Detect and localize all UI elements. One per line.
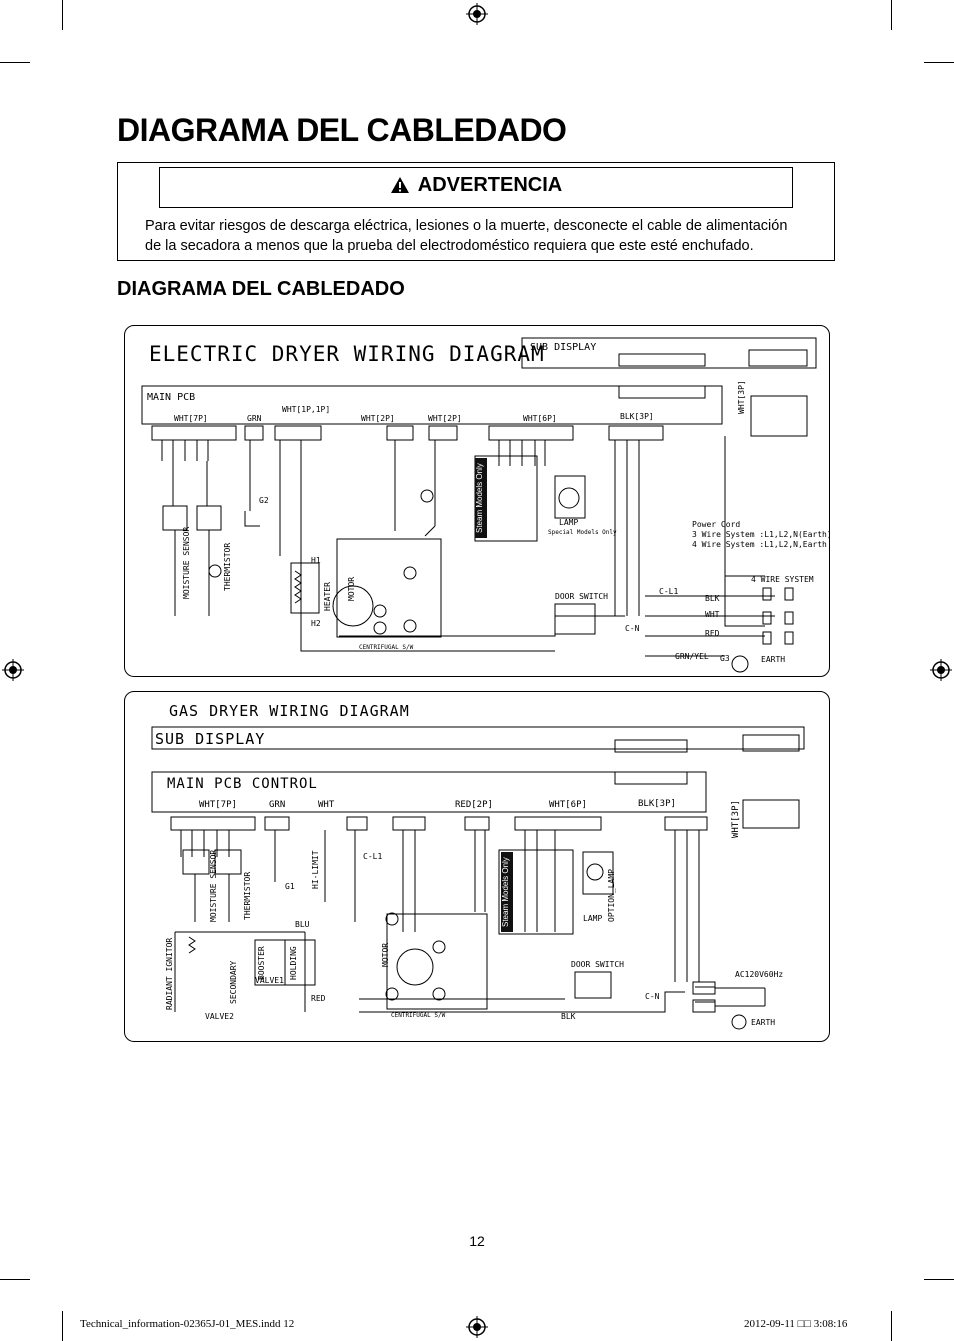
lamp-label: LAMP bbox=[559, 518, 579, 527]
heater-terminal-label: H2 bbox=[311, 619, 321, 628]
wire-label: BLK bbox=[705, 594, 720, 603]
gas-wiring-diagram: GAS DRYER WIRING DIAGRAM SUB DISPLAY MAI… bbox=[124, 691, 830, 1042]
crop-mark bbox=[891, 0, 892, 30]
steam-models-label: Steam Models Only bbox=[475, 458, 487, 538]
motor-label: MOTOR bbox=[347, 576, 356, 601]
page-title: DIAGRAMA DEL CABLEDADO bbox=[117, 112, 567, 148]
electric-main-pcb-label: MAIN PCB bbox=[147, 392, 196, 403]
electric-wiring-diagram: ELECTRIC DRYER WIRING DIAGRAM SUB DISPLA… bbox=[124, 325, 832, 677]
ac-supply-label: AC120V60Hz bbox=[735, 970, 784, 979]
warning-heading-box: ADVERTENCIA bbox=[159, 167, 793, 208]
steam-models-label: Steam Models Only bbox=[501, 852, 513, 932]
thermistor-label: THERMISTOR bbox=[223, 542, 232, 591]
motor-label: MOTOR bbox=[381, 942, 390, 967]
centrifugal-switch-label: CENTRIFUGAL S/W bbox=[359, 644, 414, 651]
cl1-label: C-L1 bbox=[659, 587, 679, 596]
booster-label: BOOSTER bbox=[257, 946, 266, 980]
connector-label: BLK[3P] bbox=[620, 412, 654, 421]
connector-label: WHT[3P] bbox=[731, 800, 741, 838]
holding-label: HOLDING bbox=[289, 946, 298, 980]
electric-wiring-lines bbox=[141, 337, 817, 673]
moisture-sensor-label: MOISTURE SENSOR bbox=[182, 526, 191, 599]
lamp-label: LAMP bbox=[583, 914, 603, 923]
connector-label: RED[2P] bbox=[455, 800, 493, 810]
gas-diagram-title: GAS DRYER WIRING DIAGRAM bbox=[169, 702, 410, 720]
wire4-label: 4 Wire System :L1,L2,N,Earth bbox=[692, 540, 827, 549]
electric-diagram-title: ELECTRIC DRYER WIRING DIAGRAM bbox=[149, 342, 545, 366]
centrifugal-switch-label: CENTRIFUGAL S/W bbox=[391, 1012, 446, 1019]
crop-mark bbox=[924, 1279, 954, 1280]
thermistor-label: THERMISTOR bbox=[243, 871, 252, 920]
page-number: 12 bbox=[469, 1233, 485, 1249]
power-cord-label: Power Cord bbox=[692, 520, 741, 529]
warning-text: Para evitar riesgos de descarga eléctric… bbox=[145, 218, 788, 254]
connector-label: WHT[2P] bbox=[428, 414, 462, 423]
connector-label: WHT[3P] bbox=[737, 380, 746, 414]
crop-mark bbox=[891, 1311, 892, 1341]
wire-label: WHT bbox=[705, 610, 720, 619]
door-switch-label: DOOR SWITCH bbox=[555, 592, 608, 601]
earth-label: EARTH bbox=[761, 655, 786, 664]
grn-yel-label: GRN/YEL bbox=[675, 652, 709, 661]
wire-label: BLU bbox=[295, 920, 310, 929]
connector-label: GRN bbox=[269, 800, 286, 810]
earth-label: EARTH bbox=[751, 1018, 776, 1027]
registration-mark-icon bbox=[466, 3, 488, 25]
ground-label: G1 bbox=[285, 882, 295, 891]
registration-mark-icon bbox=[466, 1316, 488, 1338]
wire-label: RED bbox=[311, 994, 326, 1003]
special-models-label: Special Models Only bbox=[548, 529, 617, 536]
ground-label: G3 bbox=[720, 654, 730, 663]
footer-timestamp: 2012-09-11 □□ 3:08:16 bbox=[744, 1318, 848, 1330]
ground-label: G2 bbox=[259, 496, 269, 505]
crop-mark bbox=[0, 1279, 30, 1280]
warning-box bbox=[117, 162, 835, 261]
moisture-sensor-label: MOISTURE SENSOR bbox=[209, 849, 218, 922]
electric-sub-display-label: SUB DISPLAY bbox=[530, 342, 597, 353]
connector-label: WHT[6P] bbox=[523, 414, 557, 423]
section-title: DIAGRAMA DEL CABLEDADO bbox=[117, 278, 405, 300]
registration-mark-icon bbox=[2, 659, 24, 681]
door-switch-label: DOOR SWITCH bbox=[571, 960, 624, 969]
cl1-label: C-L1 bbox=[363, 852, 383, 861]
four-wire-label: 4 WIRE SYSTEM bbox=[751, 575, 814, 584]
wire3-label: 3 Wire System :L1,L2,N(Earth) bbox=[692, 530, 832, 539]
radiant-ignitor-label: RADIANT IGNITOR bbox=[165, 937, 174, 1010]
connector-label: WHT[7P] bbox=[199, 800, 237, 810]
secondary-label: SECONDARY bbox=[229, 960, 238, 1004]
wire-label: BLK bbox=[561, 1012, 576, 1021]
crop-mark bbox=[62, 0, 63, 30]
cn-label: C-N bbox=[645, 992, 660, 1001]
gas-sub-display-label: SUB DISPLAY bbox=[155, 730, 266, 748]
crop-mark bbox=[0, 62, 30, 63]
warning-triangle-icon bbox=[390, 177, 409, 193]
footer-file-info: Technical_information-02365J-01_MES.indd… bbox=[80, 1318, 295, 1330]
crop-mark bbox=[62, 1311, 63, 1341]
warning-heading: ADVERTENCIA bbox=[417, 174, 563, 196]
connector-label: WHT[1P,1P] bbox=[282, 405, 331, 414]
option-lamp-label: OPTION_LAMP bbox=[607, 869, 616, 922]
connector-label: BLK[3P] bbox=[638, 799, 676, 809]
connector-label: WHT[7P] bbox=[174, 414, 208, 423]
heater-terminal-label: H1 bbox=[311, 556, 321, 565]
crop-mark bbox=[924, 62, 954, 63]
wire-label: RED bbox=[705, 629, 720, 638]
connector-label: WHT bbox=[318, 800, 335, 810]
gas-wiring-lines bbox=[151, 726, 805, 1030]
connector-label: GRN bbox=[247, 414, 262, 423]
gas-main-pcb-label: MAIN PCB CONTROL bbox=[167, 776, 318, 792]
hi-limit-label: HI-LIMIT bbox=[311, 850, 320, 889]
connector-label: WHT[2P] bbox=[361, 414, 395, 423]
connector-label: WHT[6P] bbox=[549, 800, 587, 810]
heater-label: HEATER bbox=[323, 582, 332, 611]
cn-label: C-N bbox=[625, 624, 640, 633]
valve2-label: VALVE2 bbox=[205, 1012, 234, 1021]
registration-mark-icon bbox=[930, 659, 952, 681]
valve1-label: VALVE1 bbox=[255, 976, 284, 985]
